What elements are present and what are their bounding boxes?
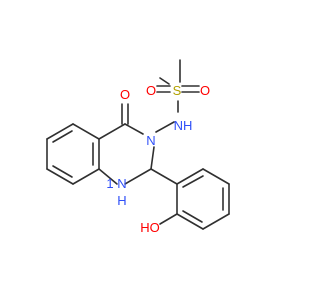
atom-o-sulfonyl-right: O bbox=[200, 83, 210, 98]
bond bbox=[159, 213, 178, 225]
atom-n1: N bbox=[117, 176, 126, 191]
bond bbox=[124, 123, 144, 135]
bond bbox=[202, 213, 230, 230]
bond bbox=[52, 130, 73, 143]
bond bbox=[155, 121, 175, 133]
bond bbox=[150, 168, 178, 185]
benzo-ring bbox=[46, 123, 100, 185]
atom-n1-h: H bbox=[117, 193, 126, 208]
molecule-diagram: O N NH S O O N H 1 HO bbox=[46, 59, 230, 235]
bond bbox=[150, 146, 155, 170]
hydroxyphenyl-ring bbox=[150, 168, 230, 230]
bond bbox=[182, 210, 203, 223]
atom-o-carbonyl: O bbox=[120, 87, 130, 102]
atom-n3: N bbox=[146, 133, 155, 148]
bond bbox=[98, 168, 118, 185]
bond bbox=[176, 213, 204, 230]
atom-o-sulfonyl-left: O bbox=[146, 83, 156, 98]
atom-n1-locant: 1 bbox=[106, 176, 113, 191]
bond bbox=[159, 77, 170, 85]
bond bbox=[124, 168, 152, 185]
bond bbox=[98, 123, 126, 140]
bond bbox=[52, 165, 73, 178]
atom-hydroxyl: HO bbox=[140, 220, 160, 235]
atom-nh-sulfonamide: NH bbox=[174, 118, 193, 133]
bond bbox=[202, 168, 230, 185]
sulfonamide-chain bbox=[155, 59, 200, 133]
structure-svg: O N NH S O O N H 1 HO bbox=[46, 59, 230, 235]
bond bbox=[182, 175, 204, 188]
atom-sulfur: S bbox=[173, 83, 182, 98]
bond bbox=[72, 123, 100, 140]
bond bbox=[72, 168, 100, 185]
bond bbox=[46, 123, 74, 140]
pyrimidinone-ring bbox=[98, 103, 155, 185]
bond bbox=[46, 168, 74, 185]
bond bbox=[176, 168, 204, 185]
